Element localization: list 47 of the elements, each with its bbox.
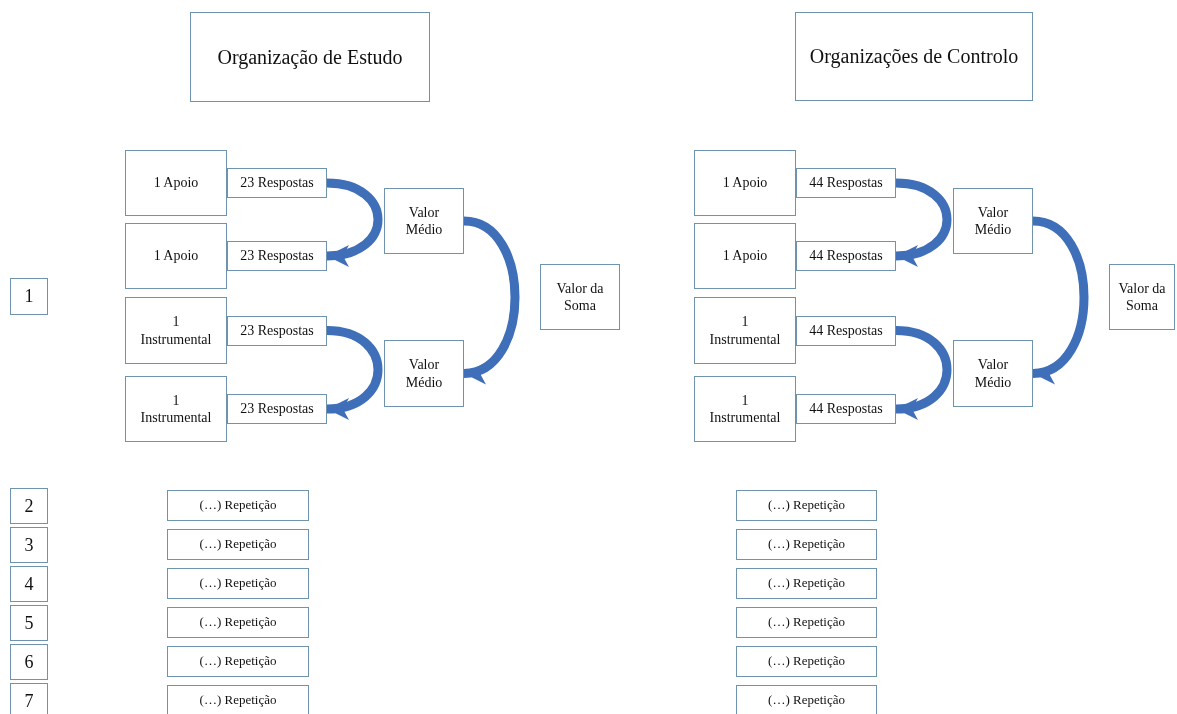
responses-box: 23 Respostas bbox=[227, 241, 327, 271]
repetition-box: (…) Repetição bbox=[167, 490, 309, 521]
repetition-box: (…) Repetição bbox=[167, 607, 309, 638]
repetition-box: (…) Repetição bbox=[167, 529, 309, 560]
row-number-box: 4 bbox=[10, 566, 48, 602]
row-number-box: 6 bbox=[10, 644, 48, 680]
curved-arrow bbox=[895, 178, 952, 265]
responses-box: 44 Respostas bbox=[796, 168, 896, 198]
category-box: 1 Apoio bbox=[694, 150, 796, 216]
responses-box: 44 Respostas bbox=[796, 315, 896, 346]
category-box: 1 Apoio bbox=[125, 223, 227, 289]
category-box: 1 Instrumental bbox=[125, 376, 227, 442]
row-number-box: 1 bbox=[10, 278, 48, 315]
mean-value-box: Valor Médio bbox=[384, 340, 464, 407]
title-box: Organização de Estudo bbox=[190, 12, 430, 102]
repetition-box: (…) Repetição bbox=[736, 607, 877, 638]
title-box: Organizações de Controlo bbox=[795, 12, 1033, 101]
sum-value-box: Valor da Soma bbox=[1109, 264, 1175, 330]
responses-box: 23 Respostas bbox=[227, 315, 327, 346]
row-number-box: 3 bbox=[10, 527, 48, 563]
mean-value-box: Valor Médio bbox=[384, 188, 464, 254]
row-number-box: 5 bbox=[10, 605, 48, 641]
curved-arrow bbox=[326, 178, 383, 265]
repetition-box: (…) Repetição bbox=[736, 529, 877, 560]
mean-value-box: Valor Médio bbox=[953, 188, 1033, 254]
repetition-box: (…) Repetição bbox=[736, 685, 877, 714]
category-box: 1 Apoio bbox=[125, 150, 227, 216]
category-box: 1 Instrumental bbox=[125, 297, 227, 364]
mean-value-box: Valor Médio bbox=[953, 340, 1033, 407]
responses-box: 23 Respostas bbox=[227, 394, 327, 424]
responses-box: 44 Respostas bbox=[796, 241, 896, 271]
category-box: 1 Instrumental bbox=[694, 376, 796, 442]
responses-box: 23 Respostas bbox=[227, 168, 327, 198]
sum-value-box: Valor da Soma bbox=[540, 264, 620, 330]
curved-arrow bbox=[895, 326, 952, 418]
repetition-box: (…) Repetição bbox=[736, 646, 877, 677]
curved-arrow bbox=[326, 326, 383, 418]
repetition-box: (…) Repetição bbox=[167, 568, 309, 599]
row-number-box: 2 bbox=[10, 488, 48, 524]
responses-box: 44 Respostas bbox=[796, 394, 896, 424]
repetition-box: (…) Repetição bbox=[167, 646, 309, 677]
repetition-box: (…) Repetição bbox=[736, 490, 877, 521]
row-number-box: 7 bbox=[10, 683, 48, 714]
repetition-box: (…) Repetição bbox=[167, 685, 309, 714]
category-box: 1 Apoio bbox=[694, 223, 796, 289]
repetition-box: (…) Repetição bbox=[736, 568, 877, 599]
category-box: 1 Instrumental bbox=[694, 297, 796, 364]
